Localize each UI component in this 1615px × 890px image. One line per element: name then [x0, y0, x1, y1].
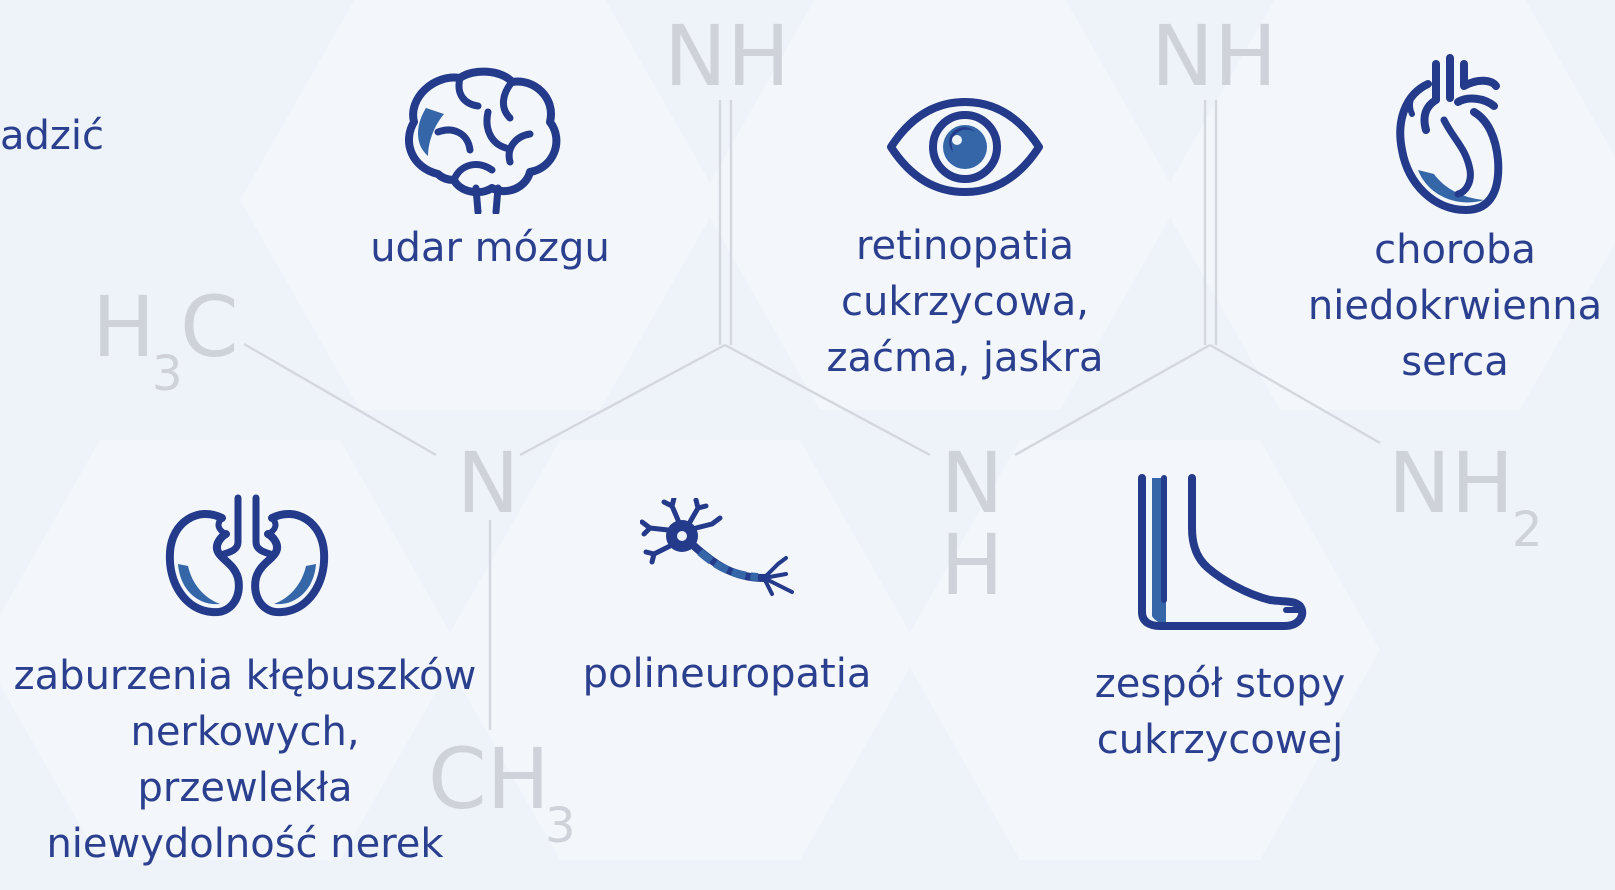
h3c-h: H [92, 278, 155, 376]
heart-icon [1388, 50, 1508, 218]
h3c-subscript: 3 [152, 346, 183, 402]
background-hexagons [0, 0, 1615, 860]
brain-icon [398, 64, 566, 214]
neuron-icon [640, 498, 796, 606]
label-line: retinopatia [855, 223, 1074, 269]
label-udar-mozgu: udar mózgu [360, 220, 620, 276]
label-line: niedokrwienna [1307, 283, 1603, 329]
eye-icon [885, 98, 1045, 196]
ch3-subscript: 3 [545, 798, 576, 854]
foot-icon [1136, 474, 1308, 630]
label-line: zespół stopy [1094, 661, 1346, 707]
bond-lines [243, 100, 1381, 730]
h3c-c: C [180, 278, 239, 376]
label-line: zaburzenia kłębuszków [13, 653, 477, 699]
intro-text: adzić [0, 113, 105, 159]
nh-group-left: NH [664, 7, 790, 105]
label-line: cukrzycowej [1096, 717, 1344, 763]
label-zespol-stopy: zespół stopy cukrzycowej [1060, 656, 1380, 768]
label-zaburzenia: zaburzenia kłębuszków nerkowych, przewle… [0, 648, 490, 872]
label-polineuropatia: polineuropatia [572, 646, 882, 702]
label-line: nerkowych, [130, 709, 360, 755]
label-line: polineuropatia [582, 651, 872, 697]
nh-center-n: N [941, 434, 1004, 532]
ch3-ch: CH [428, 730, 550, 828]
label-retinopatia: retinopatia cukrzycowa, zaćma, jaskra [815, 218, 1115, 386]
label-line: cukrzycowa, [840, 279, 1090, 325]
n-atom-left: N [457, 434, 520, 532]
nh2-subscript: 2 [1512, 502, 1543, 558]
nh-center-h: H [940, 516, 1003, 614]
label-choroba: choroba niedokrwienna serca [1300, 222, 1610, 390]
nh-group-right: NH [1151, 7, 1277, 105]
nh2-nh: NH [1388, 434, 1514, 532]
atom-labels: NH NH H 3 C N N H NH 2 CH 3 [92, 7, 1543, 854]
label-line: niewydolność nerek [46, 821, 444, 867]
label-line: choroba [1374, 227, 1536, 273]
kidneys-icon [164, 494, 330, 618]
label-line: zaćma, jaskra [826, 335, 1104, 381]
label-line: przewlekła [137, 765, 353, 811]
label-line: serca [1401, 339, 1509, 385]
label-line: udar mózgu [370, 225, 610, 271]
